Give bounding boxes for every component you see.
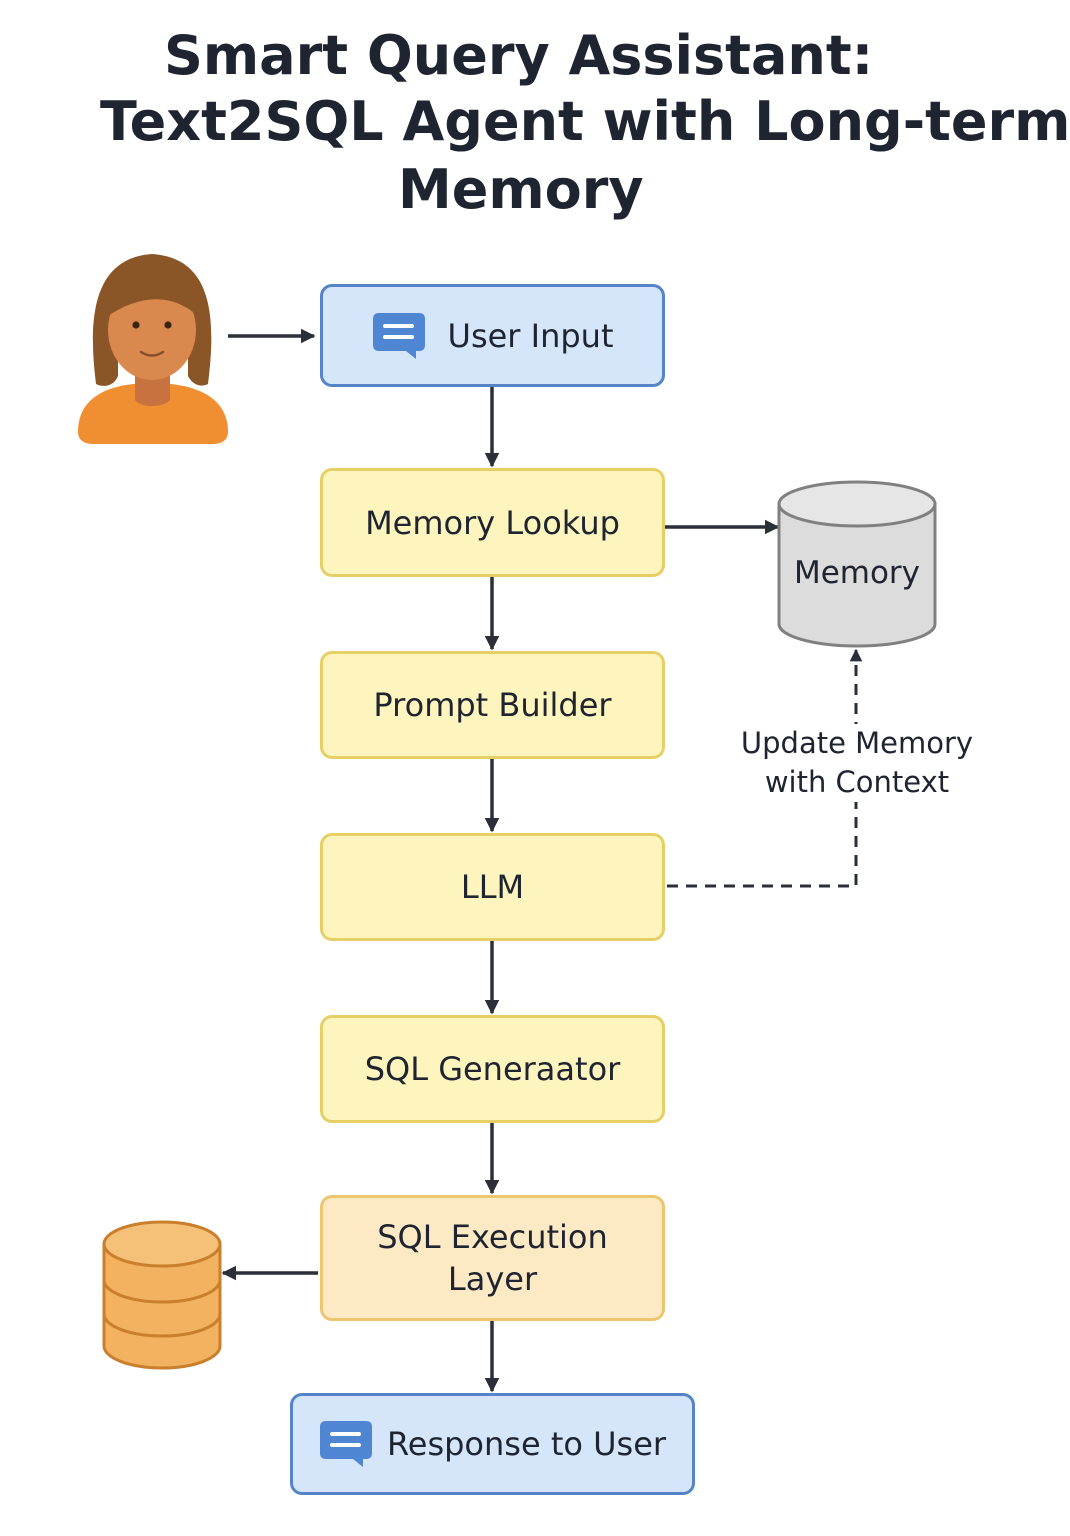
prompt-builder-label: Prompt Builder	[373, 686, 612, 724]
user-input-node: User Input	[320, 284, 665, 387]
database-icon	[102, 1220, 222, 1370]
sql-execution-node: SQL Execution Layer	[320, 1195, 665, 1321]
title-line-3: Memory	[398, 158, 644, 221]
update-memory-label: Update Memory with Context	[726, 724, 988, 802]
sql-execution-label-1: SQL Execution	[377, 1218, 608, 1256]
memory-store-label: Memory	[793, 555, 921, 591]
chat-bubble-icon	[319, 1419, 373, 1469]
sql-execution-label-2: Layer	[447, 1260, 538, 1298]
chat-bubble-icon	[372, 311, 426, 361]
memory-lookup-node: Memory Lookup	[320, 468, 665, 577]
response-label: Response to User	[386, 1425, 667, 1463]
user-input-label: User Input	[447, 316, 614, 355]
memory-cylinder-icon	[777, 480, 937, 648]
llm-label: LLM	[460, 868, 525, 906]
title-line-2: Text2SQL Agent with Long-term	[100, 90, 1070, 153]
update-memory-line-2: with Context	[764, 765, 950, 799]
diagram-title: Smart Query Assistant: Text2SQL Agent wi…	[0, 0, 1070, 230]
update-memory-line-1: Update Memory	[740, 726, 974, 760]
title-line-1: Smart Query Assistant:	[164, 24, 874, 87]
prompt-builder-node: Prompt Builder	[320, 651, 665, 759]
memory-lookup-label: Memory Lookup	[365, 503, 620, 542]
flow-canvas	[78, 254, 937, 1393]
user-avatar-icon	[78, 254, 228, 444]
llm-node: LLM	[320, 833, 665, 941]
sql-generator-node: SQL Generaator	[320, 1015, 665, 1123]
sql-generator-label: SQL Generaator	[364, 1050, 621, 1088]
response-node: Response to User	[290, 1393, 695, 1495]
